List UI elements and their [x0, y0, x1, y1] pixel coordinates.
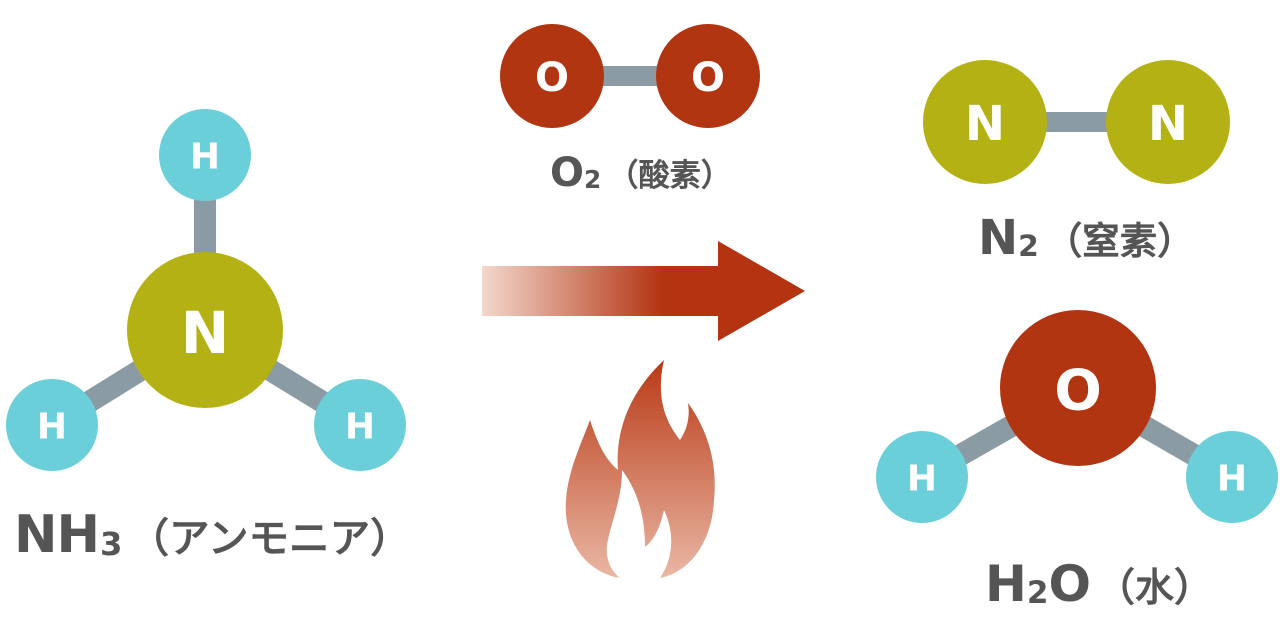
oxygen-atom-right — [656, 24, 760, 128]
nitrogen-formula-main: N — [978, 210, 1018, 266]
oxygen-label-right: O — [691, 55, 725, 101]
water-formula-o: O — [1048, 555, 1091, 613]
nitrogen-molecule: N N — [923, 60, 1230, 184]
ammonia-hydrogen-atom-left — [6, 379, 98, 471]
nitrogen-label-right: N — [1148, 96, 1188, 152]
oxygen-formula-subscript: 2 — [584, 164, 601, 194]
water-molecule: H H O — [876, 310, 1278, 523]
nitrogen-atom-right — [1106, 60, 1230, 184]
nitrogen-formula-subscript: 2 — [1018, 229, 1039, 265]
ammonia-formula-main: NH — [14, 505, 100, 565]
water-formula-subscript: 2 — [1026, 575, 1049, 612]
nitrogen-caption: N2（窒素） — [978, 210, 1195, 266]
nitrogen-formula: N2 — [978, 210, 1039, 266]
water-oxygen-atom — [1000, 310, 1156, 466]
ammonia-hydrogen-atom-top — [159, 109, 251, 201]
nitrogen-name: （窒素） — [1044, 219, 1195, 263]
water-formula: H2O — [985, 555, 1091, 613]
ammonia-h-label-right: H — [345, 407, 375, 448]
water-formula-h: H — [985, 555, 1027, 613]
ammonia-h-label-left: H — [37, 407, 67, 448]
ammonia-hydrogen-atom-right — [314, 379, 406, 471]
water-h-label-right: H — [1217, 459, 1247, 500]
water-caption: H2O（水） — [985, 555, 1213, 613]
ammonia-name: （アンモニア） — [128, 514, 411, 562]
oxygen-label-left: O — [535, 55, 569, 101]
ammonia-h-label-top: H — [190, 137, 220, 178]
ammonia-molecule: H H H N — [6, 109, 406, 471]
ammonia-formula-subscript: 3 — [100, 524, 122, 563]
arrow-right-icon — [482, 241, 805, 341]
ammonia-formula: NH3 — [14, 505, 123, 565]
oxygen-atom-left — [500, 24, 604, 128]
water-hydrogen-atom-right — [1186, 431, 1278, 523]
water-h-label-left: H — [907, 459, 937, 500]
nitrogen-label-left: N — [965, 96, 1005, 152]
oxygen-caption: O2（酸素） — [550, 150, 732, 196]
water-hydrogen-atom-left — [876, 431, 968, 523]
oxygen-formula-main: O — [550, 150, 584, 196]
ammonia-caption: NH3（アンモニア） — [14, 505, 411, 565]
ammonia-n-label: N — [181, 299, 230, 367]
flame-icon — [565, 360, 715, 578]
water-o-label: O — [1054, 359, 1102, 424]
oxygen-name: （酸素） — [607, 158, 733, 194]
nitrogen-atom-left — [923, 60, 1047, 184]
oxygen-formula: O2 — [550, 150, 601, 196]
oxygen-molecule: O O — [500, 24, 760, 128]
ammonia-nitrogen-atom — [127, 252, 283, 408]
water-name: （水） — [1095, 566, 1213, 611]
